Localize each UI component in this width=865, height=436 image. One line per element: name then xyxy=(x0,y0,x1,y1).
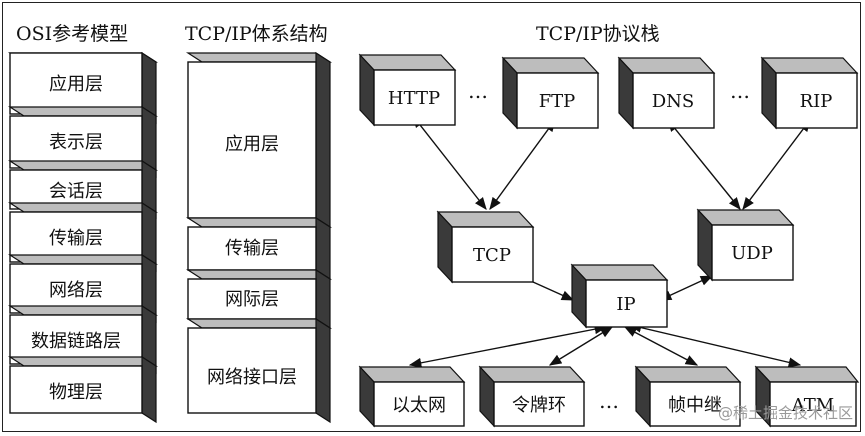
protocol-label: 帧中继 xyxy=(668,395,722,416)
arrow-udp-ip xyxy=(658,275,714,301)
tcpip-layer-application: 应用层 xyxy=(185,51,333,229)
protocol-label: RIP xyxy=(800,91,833,112)
protocol-box-frame-relay: 帧中继 xyxy=(634,365,742,428)
protocol-box-ftp: FTP xyxy=(501,56,600,130)
protocol-box-rip: RIP xyxy=(760,56,859,130)
arrow-token-ring-ip xyxy=(548,326,614,366)
protocol-label: UDP xyxy=(731,243,773,264)
osi-layer-label: 应用层 xyxy=(49,74,103,95)
tcpip-layer-network-interface: 网络接口层 xyxy=(185,317,333,424)
protocol-label: IP xyxy=(616,294,635,315)
tcpip-layer-label: 传输层 xyxy=(225,238,279,259)
osi-layer-network: 网络层 xyxy=(7,253,159,324)
tcpip-architecture-title: TCP/IP体系结构 xyxy=(185,23,328,45)
arrow-ftp-tcp xyxy=(489,118,556,211)
protocol-label: 以太网 xyxy=(392,395,446,416)
arrow-dns-udp xyxy=(667,119,741,210)
protocol-box-http: HTTP xyxy=(358,53,457,127)
protocol-box-udp: UDP xyxy=(696,208,795,282)
osi-layer-label: 传输层 xyxy=(49,228,103,249)
protocol-box-dns: DNS xyxy=(617,56,716,130)
osi-layer-data-link: 数据链路层 xyxy=(7,304,159,375)
protocol-label: ATM xyxy=(791,395,834,416)
watermark-text: @稀土掘金技术社区 xyxy=(718,404,853,422)
osi-layer-physical: 物理层 xyxy=(7,355,159,424)
osi-layer-label: 数据链路层 xyxy=(31,331,121,352)
protocol-box-atm: ATM xyxy=(754,365,860,428)
protocol-label: HTTP xyxy=(388,88,440,109)
ellipsis-app-right: … xyxy=(730,79,750,103)
osi-layer-label: 会话层 xyxy=(49,181,103,202)
arrow-atm-ip xyxy=(628,322,802,368)
protocol-box-tcp: TCP xyxy=(436,210,535,284)
tcpip-layer-label: 网际层 xyxy=(225,289,279,310)
tcpip-layer-label: 应用层 xyxy=(225,134,279,155)
protocol-box-ethernet: 以太网 xyxy=(358,365,466,428)
osi-layer-presentation: 表示层 xyxy=(7,105,159,179)
tcpip-layer-label: 网络接口层 xyxy=(207,367,297,388)
protocol-label: FTP xyxy=(539,91,576,112)
protocol-label: TCP xyxy=(473,245,511,266)
osi-layer-transport: 传输层 xyxy=(7,201,159,273)
ellipsis-app-left: … xyxy=(468,79,488,103)
osi-model-title: OSI参考模型 xyxy=(16,23,128,45)
protocol-box-ip: IP xyxy=(570,263,669,329)
tcpip-layer-transport: 传输层 xyxy=(185,216,333,281)
ellipsis-link: … xyxy=(599,389,619,413)
osi-layer-label: 网络层 xyxy=(49,280,103,301)
osi-layer-label: 表示层 xyxy=(49,132,103,153)
arrow-rip-udp xyxy=(742,118,811,211)
protocol-box-token-ring: 令牌环 xyxy=(478,365,586,428)
arrow-ethernet-ip xyxy=(408,324,608,368)
arrow-http-tcp xyxy=(412,115,487,210)
tcpip-stack-title: TCP/IP协议栈 xyxy=(536,23,660,45)
osi-layer-label: 物理层 xyxy=(49,382,103,403)
tcpip-layer-internet: 网际层 xyxy=(185,268,333,330)
protocol-label: DNS xyxy=(652,91,695,112)
protocol-label: 令牌环 xyxy=(512,395,566,416)
